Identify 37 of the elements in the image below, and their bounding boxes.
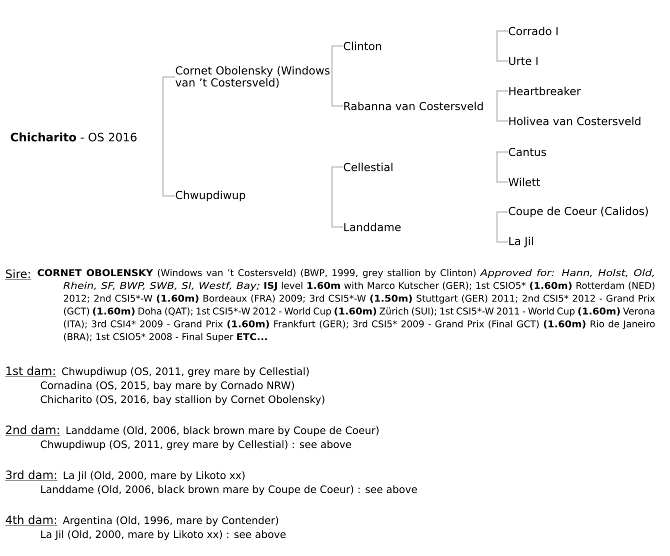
- description-text: Chicharito (OS, 2016, bay stallion by Cornet Obolensky): [40, 395, 324, 406]
- description-text: CORNET OBOLENSKY (Windows van ’t Costersveld) (BWP, 1999, grey stallion by Clinton) Approved for: Hann, Holst, Old, Rhein, SF, BWP, SWB, SI, Westf, Bay; ISJ level 1.60m with Marco Kutscher (GER); 1st CSIO5* (1.60m) Rotterdam (NED) 2012; 2nd CSI5*-W (1.60m) Bordeaux (FRA) 2009; 3rd CSI5*-W (1.50m) Stuttgart (GER) 2011; 2nd CSI5* 2012 - Grand Prix (GCT) (1.60m) Doha (QAT); 1st CSI5*-W 2012 - World Cup (1.60m) Zürich (SUI); 1st CSI5*-W 2011 - World Cup (1.60m) Verona (ITA); 3rd CSI4* 2009 - Grand Prix (1.60m) Frankfurt (GER); 3rd CSI5* 2009 - Grand Prix (Final GCT) (1.60m) Rio de Janeiro (BRA); 1st CSIO5* 2008 - Final Super ETC...: [38, 269, 655, 342]
- description-text: La Jil (Old, 2000, mare by Likoto xx): [64, 471, 245, 482]
- description-text: Landdame (Old, 2006, black brown mare by Coupe de Coeur) : see above: [41, 485, 417, 496]
- horse-name: Heartbreaker: [509, 86, 581, 96]
- section-label: Sire:: [5, 269, 32, 280]
- horse-name: Clinton: [344, 42, 382, 50]
- description-text: Chwupdiwup (OS, 2011, grey mare by Cellestial): [62, 367, 309, 378]
- section-label: 1st dam:: [5, 366, 56, 377]
- description-text: La Jil (Old, 2000, mare by Likoto xx) : see above: [41, 530, 286, 540]
- bracket-line: [332, 166, 344, 228]
- section-label: 4th dam:: [5, 515, 58, 526]
- description-text: Chwupdiwup (OS, 2011, grey mare by Cellestial) : see above: [40, 440, 352, 450]
- bracket-line: [496, 152, 508, 182]
- bracket-line: [496, 212, 508, 242]
- horse-name: Cellestial: [344, 162, 392, 172]
- bracket-line: [496, 30, 508, 62]
- horse-name: Urte I: [509, 56, 538, 66]
- horse-name: Cornet Obolensky (Windows van ’t Costersveld): [176, 66, 330, 88]
- description-text: Argentina (Old, 1996, mare by Contender): [62, 516, 278, 526]
- section-label: 3rd dam:: [5, 470, 58, 481]
- horse-name: Rabanna van Costersveld: [344, 102, 483, 110]
- horse-name: Coupe de Coeur (Calidos): [508, 206, 648, 218]
- horse-name: Chicharito - OS 2016: [10, 132, 137, 142]
- horse-name: Chwupdiwup: [176, 190, 246, 202]
- bracket-line: [162, 76, 176, 196]
- horse-name: Holivea van Costersveld: [509, 116, 640, 126]
- horse-name: La Jil: [509, 236, 533, 248]
- horse-name: Corrado I: [508, 26, 558, 36]
- bracket-line: [332, 46, 344, 106]
- description-text: Cornadina (OS, 2015, bay mare by Cornado NRW): [40, 381, 294, 392]
- description-text: Landdame (Old, 2006, black brown mare by Coupe de Coeur): [66, 426, 379, 436]
- horse-name: Cantus: [508, 148, 546, 156]
- horse-name: Wilett: [508, 178, 540, 186]
- horse-name: Landdame: [344, 222, 401, 232]
- section-label: 2nd dam:: [5, 425, 60, 436]
- bracket-line: [496, 90, 508, 122]
